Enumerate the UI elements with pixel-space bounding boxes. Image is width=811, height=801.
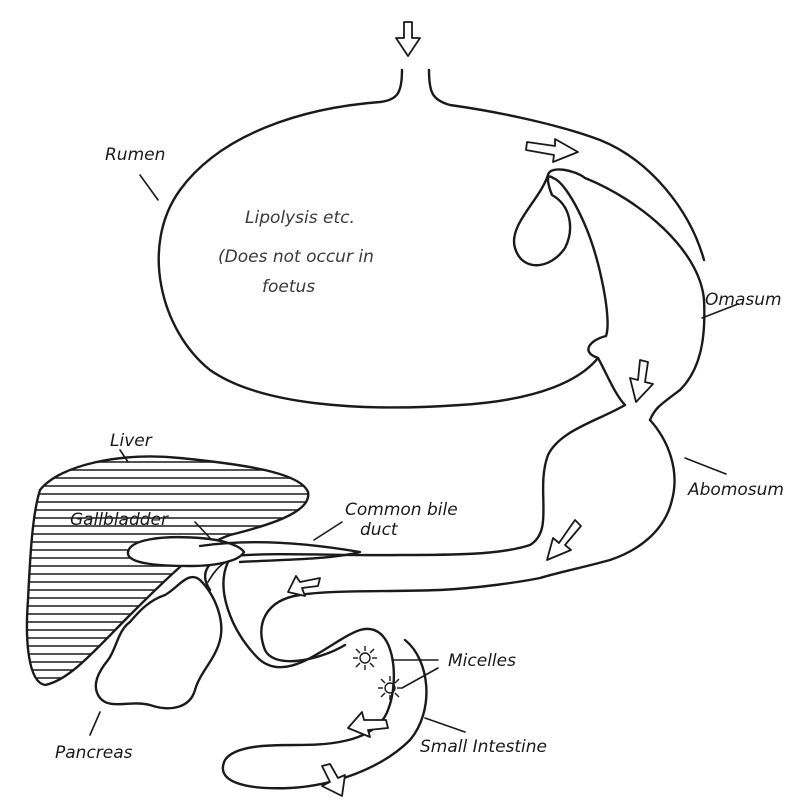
rumen-leader — [140, 175, 158, 200]
rumen-note-line-3: foetus — [262, 277, 315, 297]
hollow-arrow-icon — [396, 22, 420, 56]
abomasum-label: Abomosum — [687, 480, 784, 500]
abomasum-inner-outline — [205, 358, 625, 590]
micelle-icon — [378, 676, 402, 700]
pancreas-shape — [96, 577, 221, 708]
pancreas-label: Pancreas — [55, 743, 133, 763]
small-intestine-outline — [223, 562, 427, 788]
hollow-arrow-icon — [526, 139, 578, 162]
hollow-arrow-icon — [630, 360, 653, 402]
gallbladder-label: Gallbladder — [70, 510, 169, 530]
hollow-arrow-icon — [547, 520, 581, 560]
micelle-icon — [353, 646, 377, 670]
gallbladder-leader — [195, 522, 210, 538]
liver-hatching — [20, 462, 320, 678]
abomasum-leader — [685, 458, 726, 474]
liver-leader — [120, 450, 128, 462]
liver-label: Liver — [110, 431, 153, 451]
hollow-arrow-icon — [348, 712, 388, 737]
abomasum-outline — [261, 420, 674, 661]
rumen-note-line-2: (Does not occur in — [218, 247, 374, 267]
hollow-arrow-icon — [322, 764, 345, 796]
bile-duct-label-line-2: duct — [360, 520, 399, 540]
rumen-label: Rumen — [105, 145, 165, 165]
omasum-label: Omasum — [705, 290, 782, 310]
pancreas-leader — [90, 712, 100, 735]
bile-duct-label-line-1: Common bile — [345, 500, 458, 520]
rumen-outline — [159, 70, 705, 420]
rumen-top-neck — [429, 70, 704, 260]
rumen-note-line-1: Lipolysis etc. — [245, 208, 355, 228]
bile-duct-leader — [314, 522, 342, 540]
small-intestine-label: Small Intestine — [420, 737, 547, 757]
micelles-label: Micelles — [448, 651, 516, 671]
micelles-leader-2 — [402, 668, 438, 688]
small-intestine-leader — [425, 718, 465, 732]
